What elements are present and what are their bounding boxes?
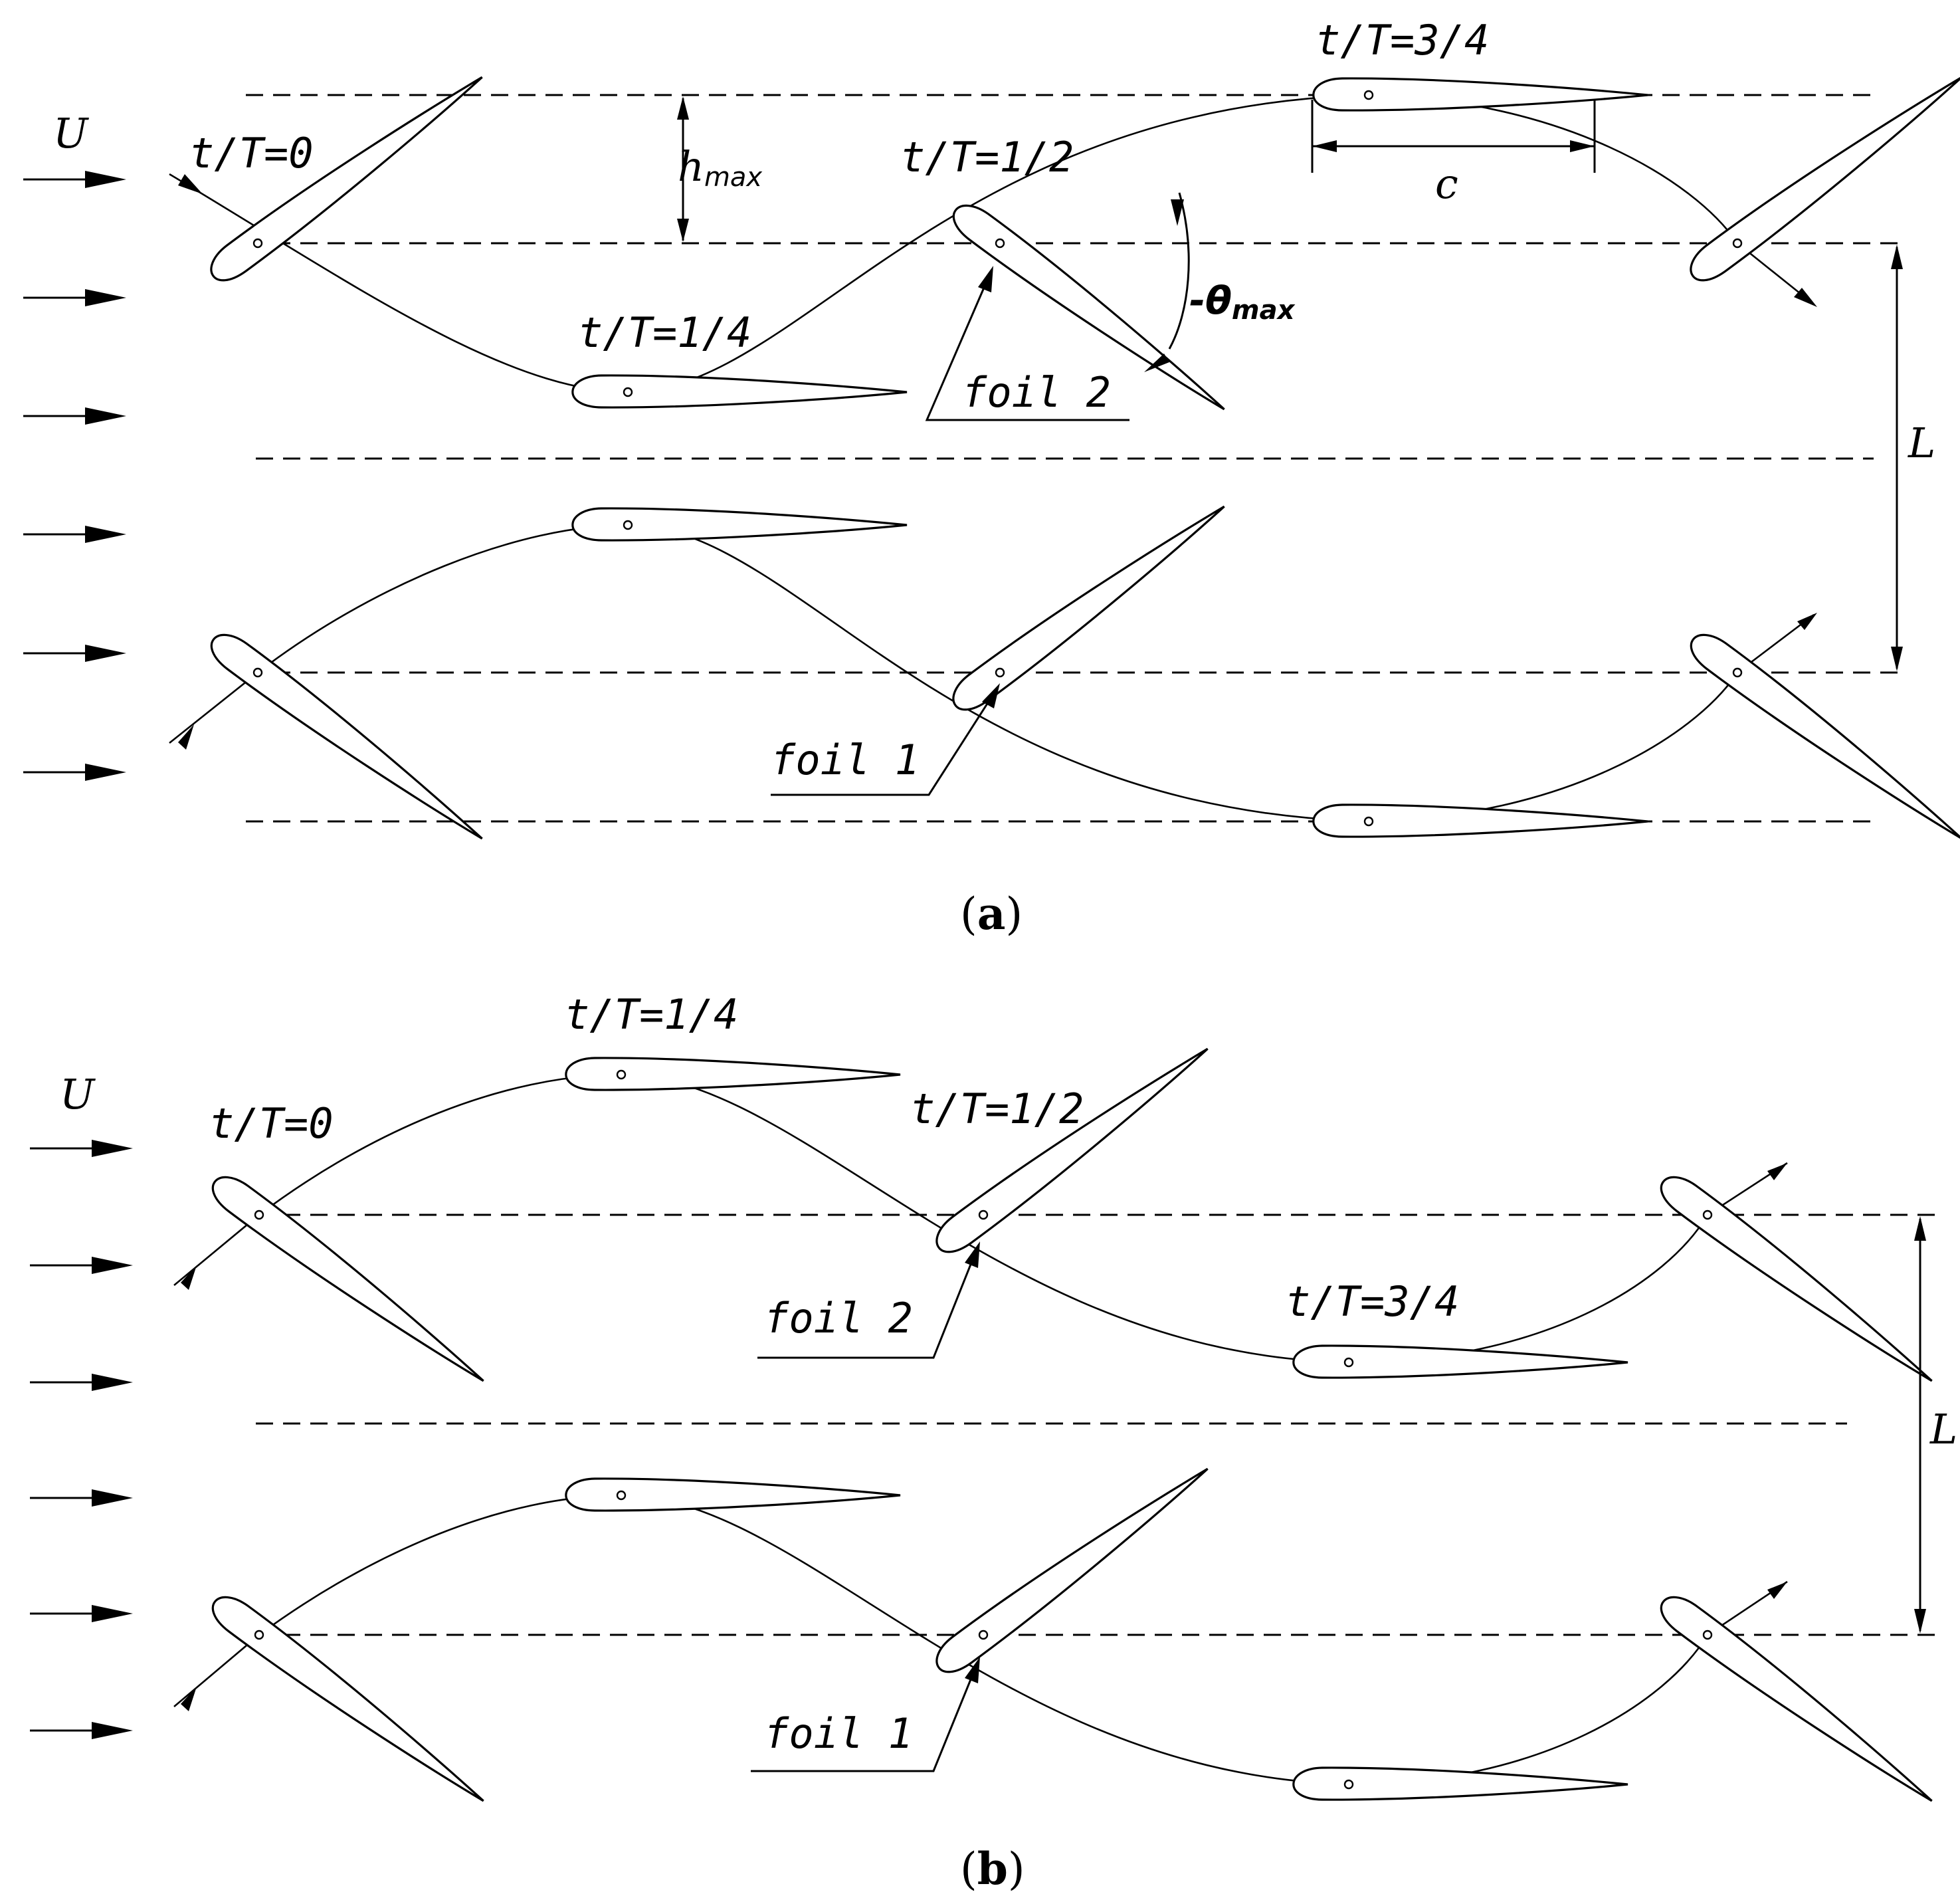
freestream-label: U — [53, 109, 89, 158]
motion-arrow — [1767, 1582, 1787, 1599]
foil-1-t1-2 — [944, 492, 1234, 719]
freestream-arrow — [30, 1257, 133, 1274]
spacing-label: L — [1908, 419, 1935, 467]
foil-2-t1 — [1682, 62, 1960, 290]
panel-b: U t/T=0 t/T=1/4 t/T=1/2 t/T=3/4 L — [30, 990, 1957, 1895]
spacing-dimension — [1914, 1216, 1926, 1634]
foil-1-t1 — [1652, 1587, 1943, 1814]
trajectory-foil-2 — [173, 1073, 1788, 1364]
spacing-dimension — [1891, 245, 1903, 671]
foil-2-t3-4 — [1292, 1344, 1629, 1379]
panel-a-caption: (a) — [960, 888, 1023, 940]
freestream-arrows — [23, 171, 126, 781]
foil-2-t1-4 — [571, 374, 908, 409]
chord-label: c — [1435, 159, 1458, 208]
freestream-arrow — [23, 407, 126, 425]
motion-arrow — [178, 174, 203, 194]
foil-1-t1-4 — [565, 1477, 902, 1512]
time-label: t/T=3/4 — [1316, 16, 1489, 64]
freestream-arrow — [23, 764, 126, 781]
time-label: t/T=1/2 — [910, 1085, 1084, 1133]
foil-2-t1-4 — [565, 1057, 902, 1091]
spacing-label: L — [1929, 1405, 1957, 1453]
trajectory-foil-1 — [169, 524, 1814, 823]
foil-1-t1-4 — [571, 507, 908, 542]
foil-1-t3-4 — [1292, 1766, 1629, 1801]
foil-2-label: foil 2 — [764, 1294, 913, 1342]
heave-amplitude-label: hmax — [678, 142, 762, 193]
foil-1-t0 — [203, 625, 494, 852]
foil-2-t1-2 — [928, 1034, 1218, 1261]
freestream-arrow — [30, 1140, 133, 1157]
foil-2-t1 — [1652, 1167, 1943, 1394]
foil-1-leader — [751, 1657, 980, 1772]
pitch-angle-label: -θmax — [1189, 278, 1296, 326]
time-label: t/T=0 — [189, 129, 314, 177]
panel-a: U t/T=0 t/T=1/4 t/T=1/2 t/T=3/4 — [23, 16, 1960, 940]
freestream-arrows — [30, 1140, 133, 1739]
foil-1-label: foil 1 — [771, 736, 920, 784]
motion-arrow — [181, 1265, 197, 1290]
pitch-angle-dimension — [1144, 192, 1190, 372]
freestream-arrow — [30, 1489, 133, 1507]
motion-arrow — [178, 724, 194, 750]
freestream-arrow — [30, 1722, 133, 1739]
motion-arrow — [1794, 288, 1817, 307]
motion-arrow — [1797, 613, 1817, 630]
motion-arrow — [1767, 1163, 1787, 1180]
foil-2-t0 — [202, 62, 492, 290]
trajectory-foil-2 — [169, 94, 1814, 393]
time-label: t/T=3/4 — [1286, 1277, 1459, 1326]
time-label: t/T=1/4 — [565, 990, 738, 1039]
freestream-arrow — [23, 526, 126, 543]
foil-1-t1 — [1682, 625, 1960, 852]
freestream-arrow — [30, 1605, 133, 1622]
foil-1-leader — [771, 683, 1000, 796]
foil-2-leader — [925, 266, 1129, 421]
foil-2-leader — [757, 1241, 980, 1359]
chord-dimension — [1311, 100, 1596, 173]
time-label: t/T=1/2 — [900, 133, 1074, 181]
heave-amplitude-dimension — [677, 96, 689, 242]
foil-1-t1-2 — [928, 1454, 1218, 1681]
freestream-arrow — [30, 1374, 133, 1391]
trajectory-foil-1 — [173, 1494, 1788, 1786]
motion-arrow — [181, 1687, 197, 1711]
freestream-label: U — [60, 1070, 96, 1118]
foil-2-t1-2 — [945, 195, 1236, 423]
time-label: t/T=1/4 — [578, 308, 751, 357]
freestream-arrow — [23, 171, 126, 188]
time-label: t/T=0 — [209, 1099, 334, 1148]
freestream-arrow — [23, 289, 126, 306]
foil-1-t0 — [204, 1587, 495, 1814]
foil-1-t3-4 — [1312, 803, 1649, 838]
foil-2-label: foil 2 — [962, 368, 1111, 417]
freestream-arrow — [23, 645, 126, 662]
foil-2-t0 — [204, 1167, 495, 1394]
foil-1-label: foil 1 — [764, 1709, 913, 1758]
panel-b-caption: (b) — [960, 1843, 1025, 1895]
foil-2-t3-4 — [1312, 77, 1649, 112]
